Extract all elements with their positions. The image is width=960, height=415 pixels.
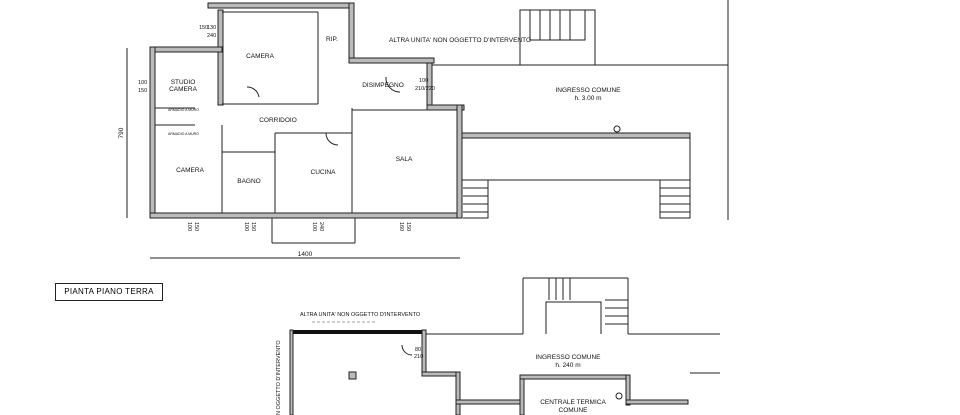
room-label-camera-top: CAMERA	[246, 53, 274, 60]
centrale-termica-label: CENTRALE TERMICA	[540, 399, 606, 406]
dimension-width: 1400	[298, 251, 313, 258]
dimension-depth: 790	[118, 127, 125, 138]
plan-title: PIANTA PIANO TERRA	[55, 283, 163, 301]
lower-plan-walls	[289, 277, 720, 415]
lower-other-unit-label: ALTRA UNITA' NON OGGETTO D'INTERVENTO	[300, 312, 421, 318]
dim-cucina-1: 100	[311, 222, 317, 231]
dim-door-1: 100	[419, 78, 428, 84]
dim-top-3: 240	[207, 33, 216, 39]
wardrobe-label: ARMADIO A MURO	[168, 132, 199, 136]
wardrobe-label: ARMADIO A MURO	[168, 108, 199, 112]
room-label-studio: STUDIO	[171, 79, 196, 86]
room-label-rip: RIP.	[326, 36, 338, 43]
room-label-ingresso: INGRESSO COMUNE	[555, 87, 621, 94]
dim-sala-1: 160	[398, 222, 404, 231]
dim-camera-2: 150	[193, 222, 199, 231]
dim-camera-1: 100	[186, 222, 192, 231]
room-label-studio-camera: CAMERA	[169, 86, 197, 93]
other-unit-label: ALTRA UNITA' NON OGGETTO D'INTERVENTO	[389, 37, 531, 44]
room-label-camera-bottom: CAMERA	[176, 167, 204, 174]
dim-top-1: 150	[199, 25, 208, 31]
lower-door-dim-2: 210	[414, 354, 423, 360]
dim-top-2: 130	[207, 25, 216, 31]
dim-cucina-2: 240	[318, 222, 324, 231]
room-label-bagno: BAGNO	[237, 178, 260, 185]
room-label-cucina: CUCINA	[311, 169, 337, 176]
lower-ingresso-label: INGRESSO COMUNE	[535, 354, 601, 361]
dim-studio-2: 150	[138, 88, 147, 94]
dim-door-2: 210/220	[415, 86, 435, 92]
room-label-sala: SALA	[396, 156, 413, 163]
room-label-corridoio: CORRIDOIO	[259, 117, 297, 124]
ingresso-height: h. 3.00 m	[574, 95, 601, 102]
dim-bagno-2: 150	[250, 222, 256, 231]
lower-ingresso-height: h. 240 m	[555, 362, 580, 369]
dim-sala-2: 150	[405, 222, 411, 231]
upper-plan-walls	[149, 0, 729, 244]
centrale-comune-label: COMUNE	[559, 407, 589, 414]
dim-bagno-1: 100	[243, 222, 249, 231]
room-label-disimpegno: DISIMPEGNO	[362, 82, 404, 89]
dim-studio-1: 100	[138, 80, 147, 86]
lower-side-unit-label: N OGGETTO D'INTERVENTO	[276, 340, 282, 415]
lower-door-dim-1: 80	[415, 347, 421, 353]
